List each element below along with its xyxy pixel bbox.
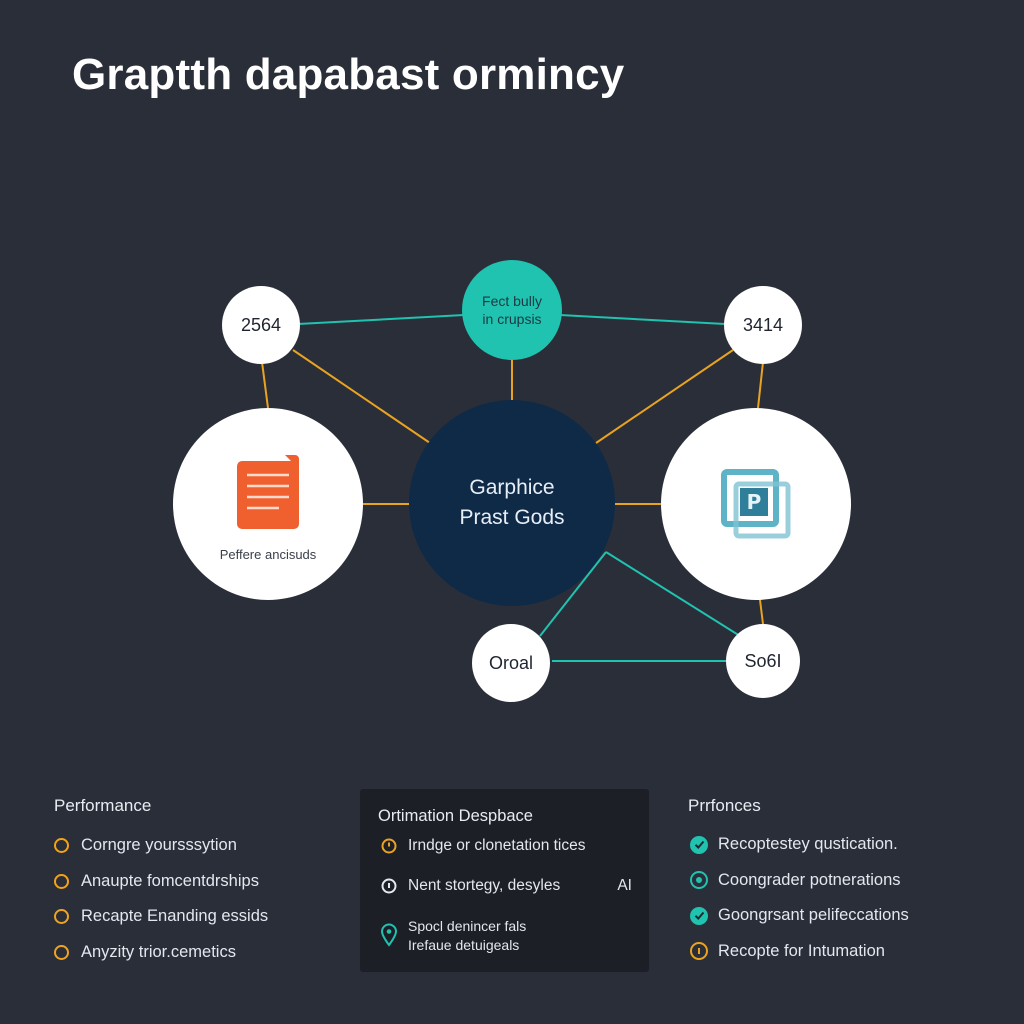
edge-center-bottomleft xyxy=(539,551,607,637)
list-item[interactable]: Corngre yoursssytion xyxy=(54,828,268,864)
ring-icon xyxy=(54,909,69,925)
node-bottom-left[interactable]: Oroal xyxy=(472,624,550,702)
list-item-label: Goongrsant pelifeccations xyxy=(718,906,909,925)
center-panel-row[interactable]: Nent stortegy, desyles AI xyxy=(380,877,632,895)
list-item[interactable]: Recopte for Intumation xyxy=(690,934,909,970)
node-left-card-label: Peffere ancisuds xyxy=(219,546,317,562)
edge-rightcard-bottomright xyxy=(759,599,764,625)
right-panel-list: Recoptestey qustication. Coongrader potn… xyxy=(690,827,909,969)
ai-tag: AI xyxy=(617,877,632,894)
document-icon xyxy=(237,454,299,529)
left-panel-list: Corngre yoursssytion Anaupte fomcentdrsh… xyxy=(54,828,268,970)
center-panel-row-label: Nent stortegy, desyles xyxy=(408,877,561,894)
ring-icon xyxy=(690,871,708,890)
node-center[interactable]: Garphice Prast Gods xyxy=(409,400,615,606)
list-item-label: Anyzity trior.cemetics xyxy=(81,942,236,961)
list-item[interactable]: Anyzity trior.cemetics xyxy=(54,935,268,971)
ring-icon xyxy=(54,944,69,960)
puzzle-icon-letter: P xyxy=(747,490,762,514)
edge-topleft-center xyxy=(292,349,431,444)
list-item-label: Recapte Enanding essids xyxy=(81,907,269,926)
left-panel-title: Performance xyxy=(54,796,152,815)
location-pin-icon xyxy=(380,923,398,947)
node-right-card[interactable]: P xyxy=(661,408,851,600)
ring-icon xyxy=(54,838,69,854)
center-panel: Ortimation Despbace Irndge or clonetatio… xyxy=(360,789,649,972)
center-panel-row-label: Irndge or clonetation tices xyxy=(408,837,586,854)
list-item-label: Recoptestey qustication. xyxy=(718,835,898,854)
node-top-right[interactable]: 3414 xyxy=(724,286,802,364)
list-item-label: Coongrader potnerations xyxy=(718,870,901,889)
clock-icon xyxy=(690,942,708,961)
center-panel-row-line1: Spocl denincer fals xyxy=(408,918,527,934)
node-bottom-right-value: So6I xyxy=(744,650,782,671)
edge-topright-rightcard xyxy=(757,361,764,409)
clock-icon xyxy=(381,838,397,854)
ring-icon xyxy=(54,873,69,889)
info-icon xyxy=(381,878,397,894)
edge-topleft-teal xyxy=(297,314,465,325)
node-teal-line1: Fect bully xyxy=(482,293,542,309)
list-item[interactable]: Recapte Enanding essids xyxy=(54,899,268,935)
center-panel-row-line2: Irefaue detuigeals xyxy=(408,937,520,953)
edge-center-bottomright xyxy=(605,551,741,637)
node-center-line1: Garphice xyxy=(469,476,555,499)
list-item[interactable]: Recoptestey qustication. xyxy=(690,827,909,863)
list-item[interactable]: Anaupte fomcentdrships xyxy=(54,864,268,900)
check-icon xyxy=(690,835,708,854)
node-bottom-left-value: Oroal xyxy=(488,652,533,673)
check-icon xyxy=(690,906,708,925)
list-item[interactable]: Coongrader potnerations xyxy=(690,863,909,899)
edge-teal-topright xyxy=(559,314,726,325)
edge-topright-center xyxy=(595,349,734,444)
node-top-left[interactable]: 2564 xyxy=(222,286,300,364)
list-item[interactable]: Goongrsant pelifeccations xyxy=(690,898,909,934)
center-panel-row[interactable]: Spocl denincer fals Irefaue detuigeals xyxy=(380,917,526,955)
node-top-right-value: 3414 xyxy=(742,314,784,335)
node-center-line2: Prast Gods xyxy=(459,506,565,529)
center-panel-row[interactable]: Irndge or clonetation tices xyxy=(380,837,586,855)
node-top-left-value: 2564 xyxy=(240,314,282,335)
right-panel-title: Prrfonces xyxy=(688,796,761,815)
list-item-label: Recopte for Intumation xyxy=(718,941,885,960)
node-left-card[interactable]: Peffere ancisuds xyxy=(173,408,363,600)
center-panel-title: Ortimation Despbace xyxy=(378,807,533,825)
node-teal[interactable]: Fect bully in crupsis xyxy=(462,260,562,360)
node-bottom-right[interactable]: So6I xyxy=(726,624,800,698)
page-title: Graptth dapabast ormincy xyxy=(72,50,625,99)
edge-topleft-leftcard xyxy=(261,361,269,409)
node-teal-line2: in crupsis xyxy=(482,311,542,327)
puzzle-icon: P xyxy=(721,469,791,539)
list-item-label: Anaupte fomcentdrships xyxy=(81,871,259,890)
list-item-label: Corngre yoursssytion xyxy=(81,836,237,855)
